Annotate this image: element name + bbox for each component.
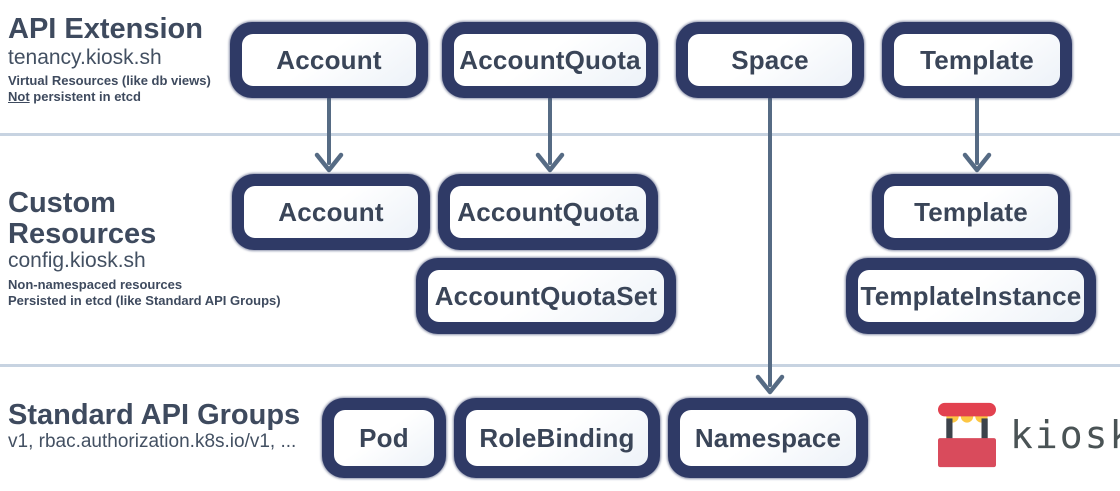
node-label: AccountQuota (457, 196, 639, 227)
api-extension-title: API Extension (8, 13, 203, 45)
api-extension-note: Virtual Resources (like db views) Not pe… (8, 73, 211, 105)
node-cr-accountquota-face: AccountQuota (450, 186, 646, 238)
custom-resources-note-line1: Non-namespaced resources (8, 277, 183, 292)
api-extension-note-underlined: Not (8, 88, 30, 104)
node-label: Account (278, 196, 384, 227)
api-extension-note-line1: Virtual Resources (like db views) (8, 73, 211, 88)
kiosk-logo: kiosk (938, 402, 1120, 468)
node-cr-account: Account (232, 174, 430, 250)
node-label: Pod (359, 422, 409, 453)
node-label: AccountQuotaSet (434, 280, 658, 311)
api-extension-group: tenancy.kiosk.sh (8, 46, 162, 69)
standard-api-groups-group: v1, rbac.authorization.k8s.io/v1, ... (8, 431, 297, 452)
node-cr-templateinstance: TemplateInstance (846, 258, 1096, 334)
node-cr-templateinstance-face: TemplateInstance (858, 270, 1084, 322)
arrow-head-template (962, 152, 992, 173)
node-std-namespace: Namespace (668, 398, 868, 478)
node-std-rolebinding: RoleBinding (454, 398, 660, 478)
node-api-accountquota-face: AccountQuota (454, 34, 646, 86)
standard-api-groups-title: Standard API Groups (8, 399, 301, 431)
node-api-template-face: Template (894, 34, 1060, 86)
node-cr-accountquotaset: AccountQuotaSet (416, 258, 676, 334)
divider-api-extension-custom (0, 133, 1120, 136)
node-label: Space (731, 44, 809, 75)
node-label: AccountQuota (459, 44, 641, 75)
node-api-account-face: Account (242, 34, 416, 86)
arrow-head-accountquota (535, 152, 565, 173)
api-extension-note-line2: persistent in etcd (29, 88, 141, 104)
node-std-pod-face: Pod (334, 410, 434, 466)
node-std-namespace-face: Namespace (680, 410, 856, 466)
node-cr-accountquota: AccountQuota (438, 174, 658, 250)
node-api-space: Space (676, 22, 864, 98)
custom-resources-group: config.kiosk.sh (8, 249, 146, 272)
node-label: TemplateInstance (860, 280, 1082, 311)
node-label: Namespace (694, 422, 842, 453)
node-cr-template-face: Template (884, 186, 1058, 238)
divider-custom-standard (0, 364, 1120, 367)
custom-resources-note: Non-namespaced resources Persisted in et… (8, 277, 281, 309)
node-cr-accountquotaset-face: AccountQuotaSet (428, 270, 664, 322)
node-label: Account (276, 44, 382, 75)
node-api-template: Template (882, 22, 1072, 98)
custom-resources-note-line2: Persisted in etcd (like Standard API Gro… (8, 292, 281, 308)
node-std-rolebinding-face: RoleBinding (466, 410, 648, 466)
arrow-head-space-namespace (755, 374, 785, 395)
custom-resources-title: Custom Resources (8, 187, 157, 250)
node-cr-account-face: Account (244, 186, 418, 238)
node-label: RoleBinding (479, 422, 635, 453)
node-cr-template: Template (872, 174, 1070, 250)
node-api-space-face: Space (688, 34, 852, 86)
node-api-account: Account (230, 22, 428, 98)
node-api-accountquota: AccountQuota (442, 22, 658, 98)
node-label: Template (914, 196, 1028, 227)
kiosk-wordmark: kiosk (1010, 413, 1120, 457)
arrow-head-account (314, 152, 344, 173)
node-label: Template (920, 44, 1034, 75)
kiosk-stand-icon (938, 402, 996, 468)
node-std-pod: Pod (322, 398, 446, 478)
